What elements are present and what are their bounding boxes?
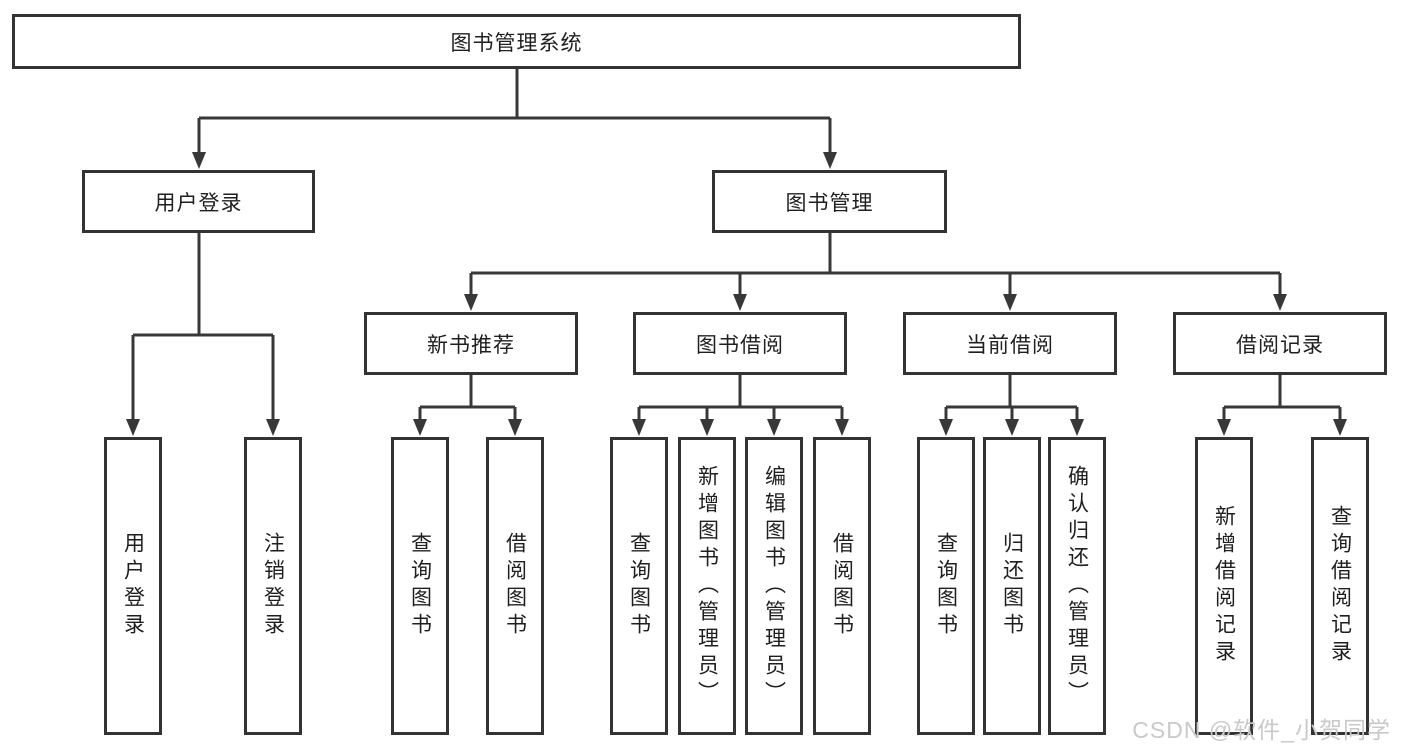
- leaf-query-book-borrow: 查询图书: [610, 437, 668, 735]
- node-root-label: 图书管理系统: [450, 31, 583, 55]
- leaf-logout: 注销登录: [244, 437, 302, 735]
- leaf-user-login-label: 用户登录: [121, 532, 145, 640]
- node-current-borrow: 当前借阅: [903, 312, 1117, 375]
- leaf-user-login: 用户登录: [104, 437, 162, 735]
- node-root-system: 图书管理系统: [12, 14, 1021, 69]
- leaf-logout-label: 注销登录: [261, 532, 285, 640]
- leaf-query-book-current: 查询图书: [917, 437, 975, 735]
- node-book-borrow: 图书借阅: [633, 312, 847, 375]
- leaf-edit-book-admin: 编辑图书（管理员）: [745, 437, 803, 735]
- node-borrow-record: 借阅记录: [1173, 312, 1387, 375]
- leaf-return-book-label: 归还图书: [1000, 532, 1024, 640]
- node-new-book-recommend: 新书推荐: [364, 312, 578, 375]
- leaf-edit-book-admin-label: 编辑图书（管理员）: [762, 464, 786, 708]
- leaf-borrow-book-label: 借阅图书: [830, 532, 854, 640]
- leaf-add-borrow-record-label: 新增借阅记录: [1212, 505, 1236, 667]
- csdn-watermark: CSDN @软件_小贺同学: [1132, 717, 1391, 743]
- leaf-confirm-return-admin: 确认归还（管理员）: [1048, 437, 1106, 735]
- node-book-management-label: 图书管理: [785, 191, 874, 215]
- leaf-query-borrow-record-label: 查询借阅记录: [1328, 505, 1352, 667]
- leaf-borrow-book-recommend: 借阅图书: [486, 437, 544, 735]
- node-new-book-recommend-label: 新书推荐: [427, 333, 515, 357]
- leaf-query-book-borrow-label: 查询图书: [627, 532, 651, 640]
- node-current-borrow-label: 当前借阅: [966, 333, 1054, 357]
- node-book-borrow-label: 图书借阅: [696, 333, 784, 357]
- node-user-login-label: 用户登录: [154, 191, 243, 215]
- leaf-query-book-recommend-label: 查询图书: [408, 532, 432, 640]
- leaf-query-book-recommend: 查询图书: [391, 437, 449, 735]
- leaf-add-book-admin-label: 新增图书（管理员）: [695, 464, 719, 708]
- leaf-query-book-current-label: 查询图书: [934, 532, 958, 640]
- leaf-add-book-admin: 新增图书（管理员）: [678, 437, 736, 735]
- leaf-query-borrow-record: 查询借阅记录: [1311, 437, 1369, 735]
- leaf-confirm-return-admin-label: 确认归还（管理员）: [1065, 464, 1089, 708]
- leaf-add-borrow-record: 新增借阅记录: [1195, 437, 1253, 735]
- leaf-borrow-book-recommend-label: 借阅图书: [503, 532, 527, 640]
- node-user-login: 用户登录: [82, 170, 315, 233]
- leaf-borrow-book: 借阅图书: [813, 437, 871, 735]
- leaf-return-book: 归还图书: [983, 437, 1041, 735]
- node-book-management: 图书管理: [712, 170, 947, 233]
- node-borrow-record-label: 借阅记录: [1236, 333, 1324, 357]
